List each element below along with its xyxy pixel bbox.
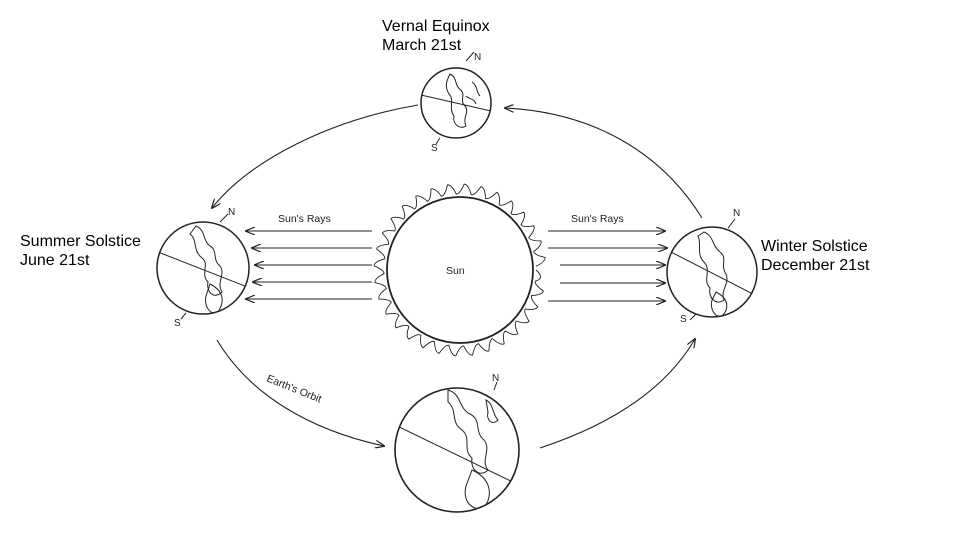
south-marker: S (680, 314, 687, 325)
continent-outline (447, 389, 489, 474)
orbit-arc-bottom-right (539, 339, 695, 449)
orbit-arc-top-left (212, 104, 419, 208)
south-marker: S (431, 143, 438, 154)
terminator-line (667, 249, 757, 297)
axis-line (219, 213, 229, 223)
north-marker: N (733, 208, 740, 219)
orbit-arc-bottom-left (216, 339, 384, 446)
axis-line (493, 381, 498, 391)
terminator-line (421, 94, 491, 112)
earth-vernal-equinox: N S (420, 51, 492, 154)
continent-outline (445, 73, 468, 128)
terminator-line (395, 424, 519, 486)
earth-orbit (212, 104, 703, 449)
earth-winter-solstice: N S (666, 208, 758, 325)
axis-line (465, 51, 475, 62)
summer-solstice-title: Summer Solstice (20, 233, 141, 250)
earth-summer-solstice: N S (156, 207, 250, 329)
earth-globe (156, 221, 250, 315)
continent-outline (697, 231, 728, 303)
summer-solstice-date: June 21st (20, 252, 90, 269)
sun-rays-right (548, 231, 667, 301)
axis-line (180, 312, 187, 320)
vernal-equinox-date: March 21st (382, 37, 462, 54)
earth-autumnal-position: N (394, 373, 520, 513)
terminator-line (157, 251, 249, 289)
axis-line (727, 218, 736, 229)
continent-outline (485, 399, 499, 423)
continent-outline (189, 225, 223, 296)
sun: Sun (373, 183, 546, 357)
sun-rays-left (246, 231, 372, 299)
vernal-equinox-label: Vernal Equinox March 21st (382, 17, 490, 55)
sun-rays-label-left: Sun's Rays (278, 213, 331, 225)
continent-outline (465, 81, 481, 105)
north-marker: N (228, 207, 235, 218)
sun-label: Sun (446, 265, 465, 277)
winter-solstice-date: December 21st (761, 257, 870, 274)
sun-corona (373, 183, 546, 357)
sun-rays-label-right: Sun's Rays (571, 213, 624, 225)
winter-solstice-label: Winter Solstice December 21st (761, 237, 870, 275)
sun-disc (386, 196, 534, 344)
earth-globe (666, 226, 758, 318)
south-marker: S (174, 318, 181, 329)
orbit-arc-top-right (505, 108, 703, 219)
vernal-equinox-title: Vernal Equinox (382, 18, 490, 35)
north-marker: N (474, 52, 481, 63)
earth-globe (394, 387, 520, 513)
summer-solstice-label: Summer Solstice June 21st (20, 232, 141, 270)
north-marker: N (492, 373, 499, 384)
axis-line (689, 313, 697, 321)
axis-line (435, 137, 441, 145)
winter-solstice-title: Winter Solstice (761, 238, 868, 255)
sun-corona-outline (373, 183, 546, 357)
